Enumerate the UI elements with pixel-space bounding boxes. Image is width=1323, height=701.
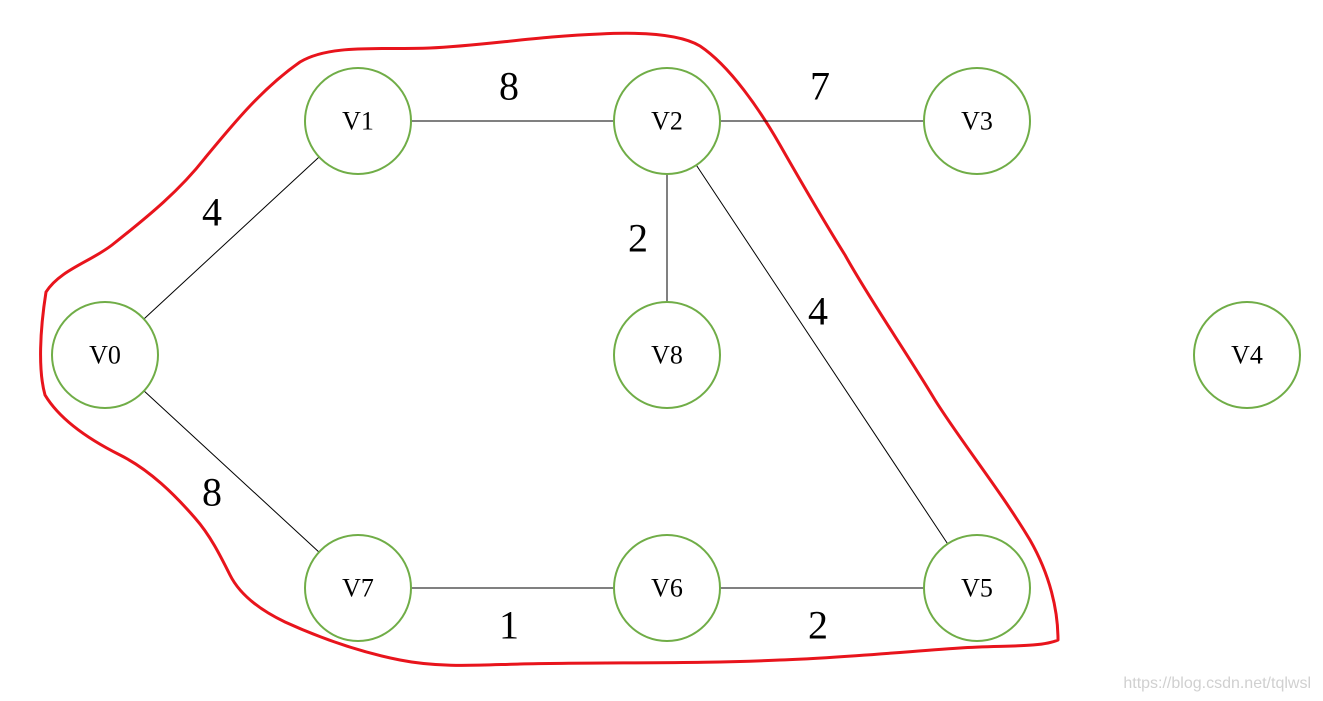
node-label: V3 [961,107,993,136]
node-circle [304,534,412,642]
node-circle [304,67,412,175]
edge-weight-v0-v1: 4 [202,190,222,235]
node-circle [923,67,1031,175]
edge-weight-v0-v7: 8 [202,470,222,515]
edge-v2-v5 [695,164,949,545]
watermark: https://blog.csdn.net/tqlwsl [1123,675,1311,692]
node-v2: V2 [613,67,721,175]
node-label: V1 [342,107,374,136]
node-circle [613,301,721,409]
node-label: V0 [89,341,121,370]
edge-weight-v7-v6: 1 [499,603,519,648]
node-circle [51,301,159,409]
node-label: V2 [651,107,683,136]
edge-v0-v1 [143,156,320,320]
node-v0: V0 [51,301,159,409]
node-label: V5 [961,574,993,603]
node-circle [613,534,721,642]
node-v4: V4 [1193,301,1301,409]
node-label: V7 [342,574,374,603]
edge-weight-v6-v5: 2 [808,603,828,648]
node-v7: V7 [304,534,412,642]
edge-v0-v7 [143,390,320,553]
node-v1: V1 [304,67,412,175]
edge-weight-v1-v2: 8 [499,64,519,109]
node-circle [613,67,721,175]
edge-weight-v2-v8: 2 [628,216,648,261]
node-circle [923,534,1031,642]
edge-weight-v2-v5: 4 [808,289,828,334]
node-label: V4 [1231,341,1263,370]
hand-drawn-outline [39,31,1060,667]
node-label: V6 [651,574,683,603]
node-v6: V6 [613,534,721,642]
node-v3: V3 [923,67,1031,175]
node-circle [1193,301,1301,409]
node-v8: V8 [613,301,721,409]
edge-weight-v2-v3: 7 [810,64,830,109]
node-label: V8 [651,341,683,370]
node-v5: V5 [923,534,1031,642]
